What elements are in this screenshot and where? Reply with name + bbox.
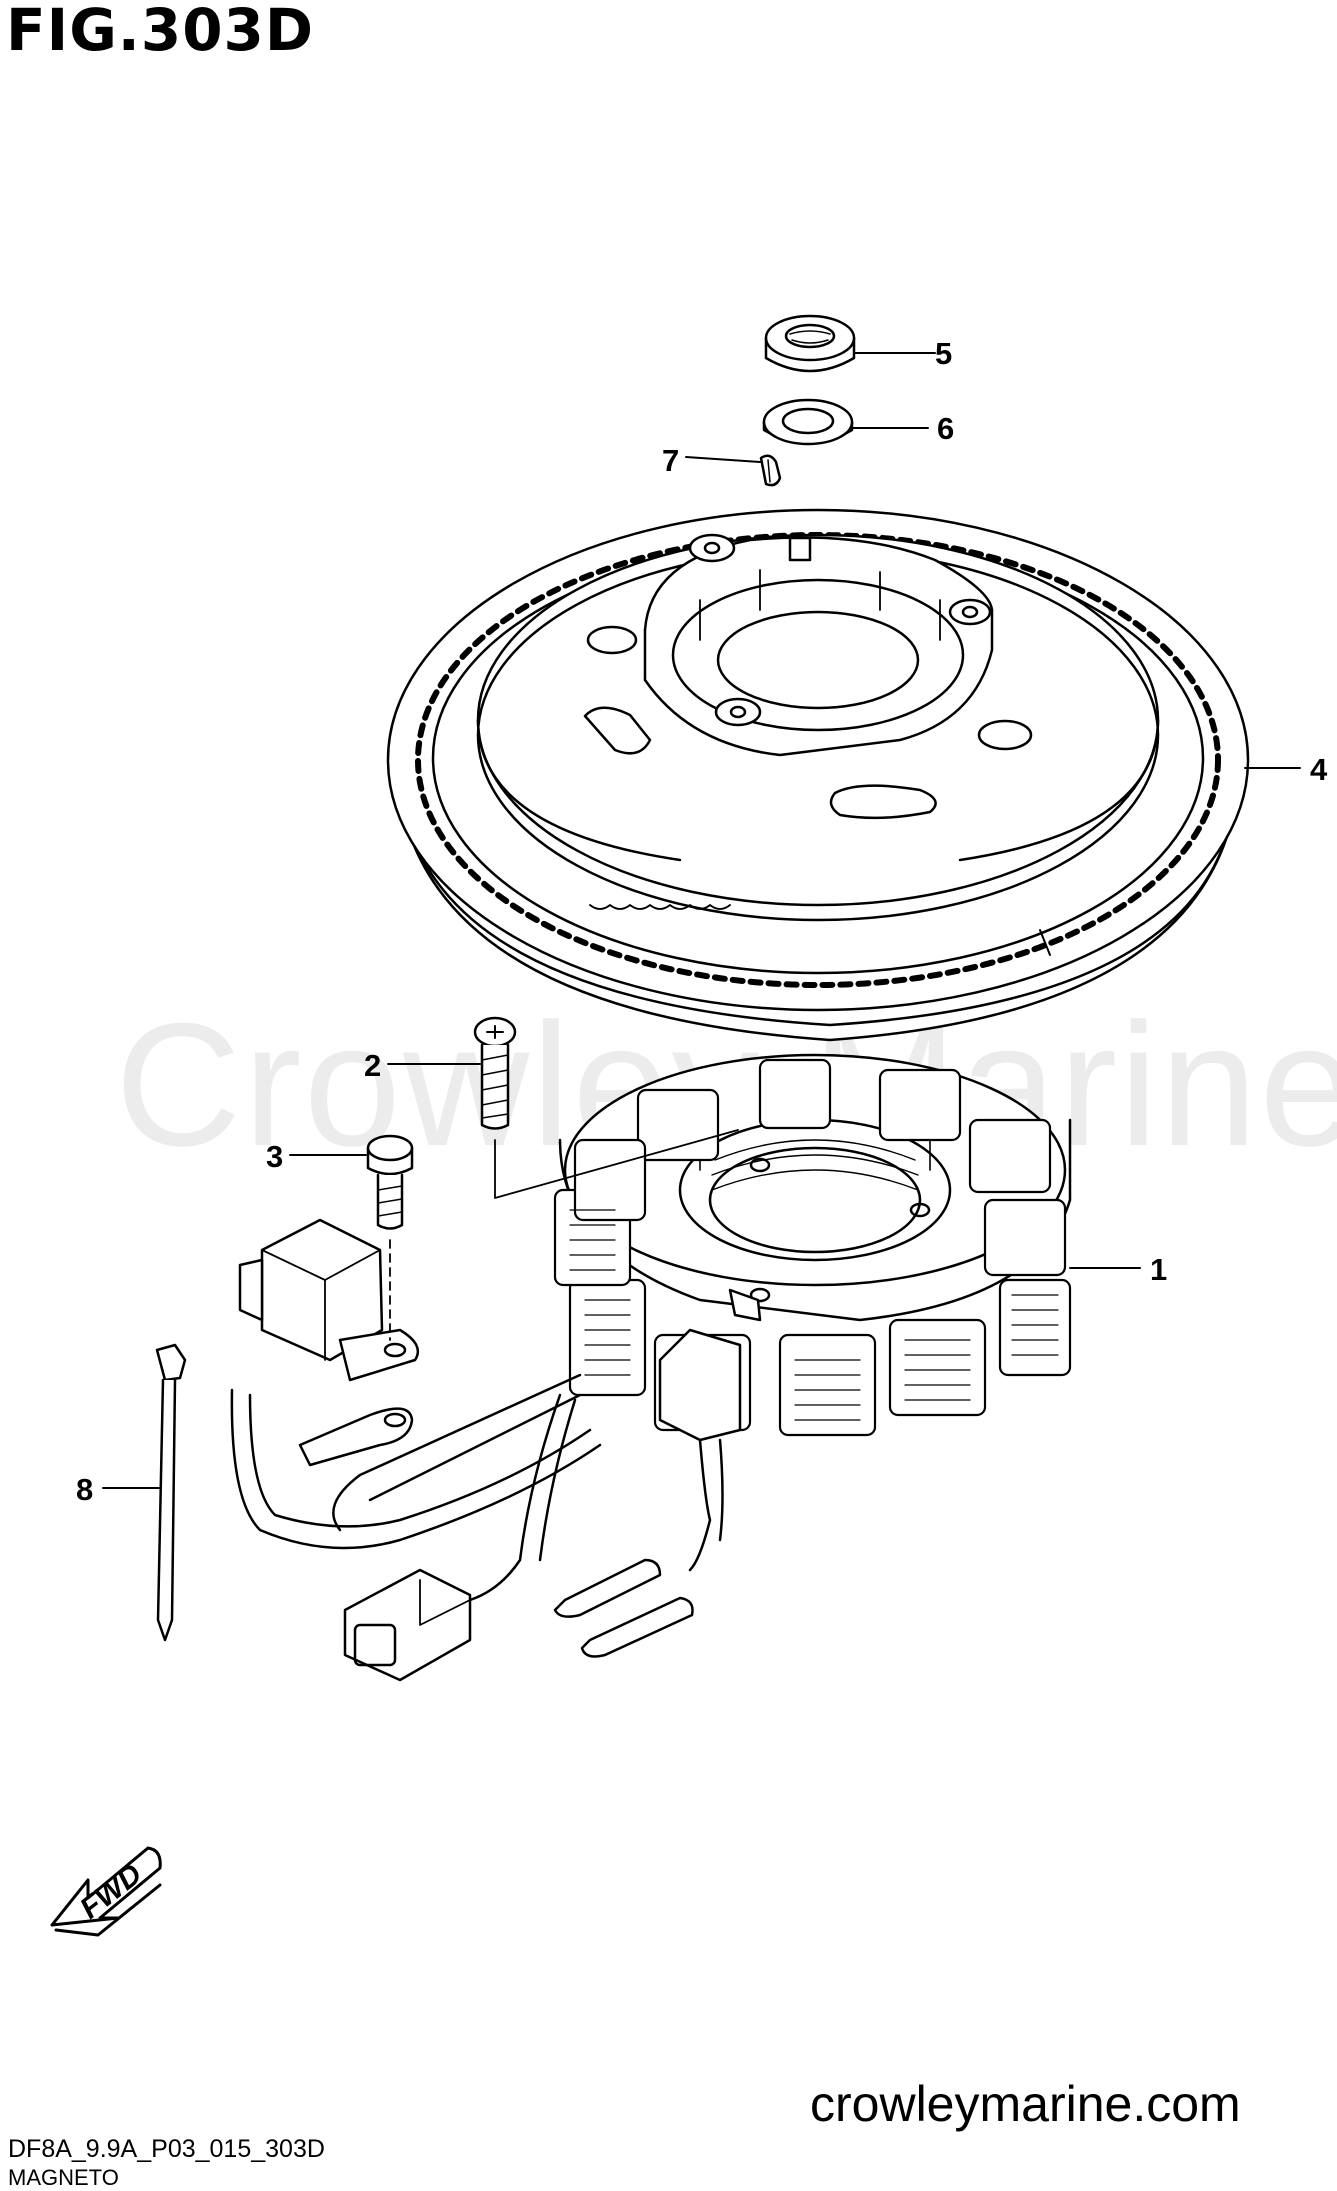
diagram-caption: MAGNETO: [8, 2165, 119, 2190]
website-url: crowleymarine.com: [810, 2076, 1241, 2132]
washer-part: [762, 398, 854, 446]
callout-3: 3: [266, 1139, 284, 1174]
callout-6: 6: [937, 411, 955, 446]
cable-tie-part: [155, 1343, 187, 1642]
fwd-arrow-icon: FWD: [50, 1846, 162, 1937]
stator-part: [553, 1053, 1072, 1442]
diagram-code: DF8A_9.9A_P03_015_303D: [8, 2135, 325, 2163]
callout-2: 2: [364, 1048, 382, 1083]
callout-7: 7: [662, 443, 680, 478]
wiring-harness: [230, 1218, 724, 1682]
nut-part: [764, 314, 856, 373]
flywheel-part: [386, 508, 1250, 1042]
callout-4: 4: [1310, 752, 1328, 787]
bolt-part: [366, 1134, 414, 1341]
callout-1: 1: [1150, 1252, 1168, 1287]
callout-5: 5: [935, 336, 953, 371]
leader-lines: [102, 352, 1301, 1489]
key-part: [759, 454, 782, 487]
screw-part: [473, 1016, 739, 1199]
callout-8: 8: [76, 1472, 94, 1507]
figure-title: FIG.303D: [6, 0, 315, 64]
